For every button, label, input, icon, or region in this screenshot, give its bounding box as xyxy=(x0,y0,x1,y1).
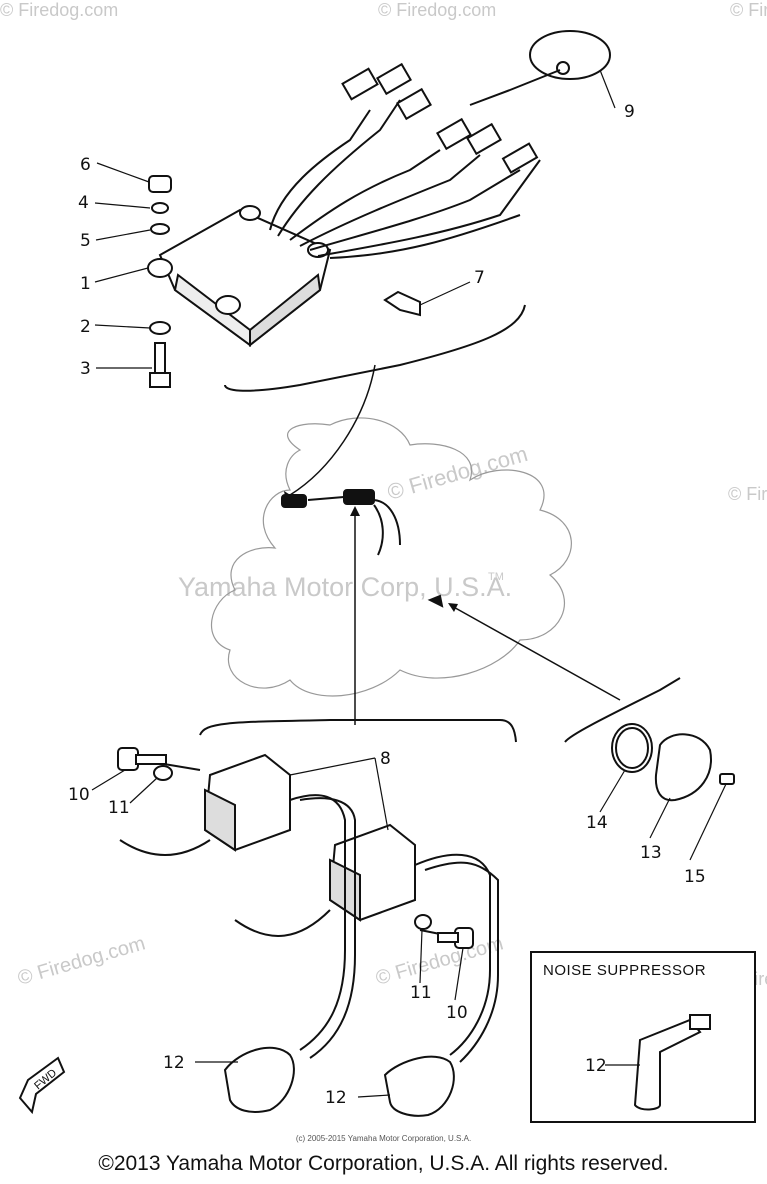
ignition-coils xyxy=(203,753,416,922)
watermark-top-mid: © Firedog.com xyxy=(378,0,496,20)
callout-12-left: 12 xyxy=(163,1053,185,1073)
watermark-top-left: © Firedog.com xyxy=(0,0,118,20)
callout-3: 3 xyxy=(80,359,91,379)
callout-9: 9 xyxy=(624,102,635,122)
callout-12-noise: 12 xyxy=(585,1056,607,1076)
coil-hardware xyxy=(117,747,474,949)
callout-10-lower: 10 xyxy=(446,1003,468,1023)
callout-12-mid: 12 xyxy=(325,1088,347,1108)
watermark-tm: TM xyxy=(488,571,504,583)
callout-15: 15 xyxy=(684,867,706,887)
plug-caps xyxy=(223,1046,455,1117)
watermark-top-right: © Firedog.com xyxy=(730,0,767,20)
footer-copyright: ©2013 Yamaha Motor Corporation, U.S.A. A… xyxy=(98,1152,669,1175)
cdi-unit xyxy=(147,205,332,348)
wire-harness xyxy=(269,30,611,259)
callout-leaders xyxy=(91,69,727,1098)
noise-suppressor-box: NOISE SUPPRESSOR xyxy=(530,951,756,1123)
leader-right xyxy=(449,604,621,701)
fwd-arrow: FWD xyxy=(18,1056,66,1115)
callout-11-lower: 11 xyxy=(410,983,432,1003)
watermark-lower-left: © Firedog.com xyxy=(15,932,147,989)
group-bracket-right xyxy=(564,677,681,743)
engine-connectors xyxy=(281,489,444,608)
callout-8: 8 xyxy=(380,749,391,769)
watermark-yamaha: Yamaha Motor Corp, U.S.A. xyxy=(178,572,512,602)
callout-5: 5 xyxy=(80,231,91,251)
cover-group xyxy=(611,723,735,802)
callouts: 6 4 5 1 2 3 7 9 8 10 11 11 10 12 12 12 1… xyxy=(68,102,706,1108)
callout-4: 4 xyxy=(78,193,89,213)
callout-10-upper: 10 xyxy=(68,785,90,805)
watermark-right: © Firedog.com xyxy=(728,484,767,504)
footer-credit: (c) 2005-2015 Yamaha Motor Corporation, … xyxy=(295,1134,472,1143)
leader-top xyxy=(289,364,376,496)
callout-1: 1 xyxy=(80,274,91,294)
group-bracket-lower xyxy=(199,719,517,743)
hardware-stack xyxy=(148,175,172,388)
callout-6: 6 xyxy=(80,155,91,175)
plug-leads xyxy=(119,759,499,1063)
callout-2: 2 xyxy=(80,317,91,337)
noise-suppressor-title: NOISE SUPPRESSOR xyxy=(543,962,706,979)
group-bracket-top xyxy=(224,304,526,392)
background-silhouette xyxy=(211,417,572,697)
callout-11-upper: 11 xyxy=(108,798,130,818)
clip-part xyxy=(383,290,421,317)
callout-7: 7 xyxy=(474,268,485,288)
callout-14: 14 xyxy=(586,813,608,833)
callout-13: 13 xyxy=(640,843,662,863)
